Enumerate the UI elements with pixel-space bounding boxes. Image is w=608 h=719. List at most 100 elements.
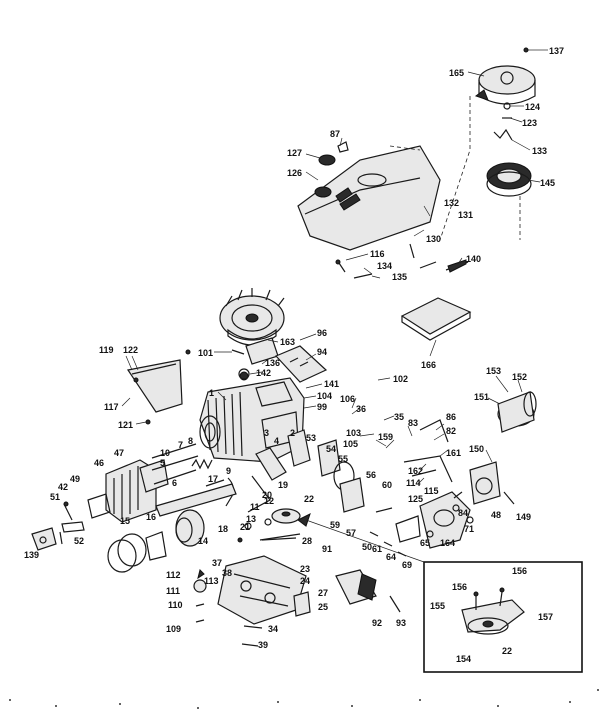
label-137: 137 bbox=[549, 46, 564, 56]
label-59: 59 bbox=[330, 520, 340, 530]
label-134: 134 bbox=[377, 261, 392, 271]
label-150: 150 bbox=[469, 444, 484, 454]
label-23: 23 bbox=[300, 564, 310, 574]
filter-pad bbox=[400, 297, 472, 341]
label-159: 159 bbox=[378, 432, 393, 442]
label-124: 124 bbox=[525, 102, 540, 112]
label-10: 10 bbox=[160, 448, 170, 458]
label-25: 25 bbox=[318, 602, 328, 612]
label-54: 54 bbox=[326, 444, 336, 454]
label-57: 57 bbox=[346, 528, 356, 538]
label-162: 162 bbox=[408, 466, 423, 476]
label-5: 5 bbox=[160, 458, 165, 468]
label-42: 42 bbox=[58, 482, 68, 492]
label-99: 99 bbox=[317, 402, 327, 412]
label-82: 82 bbox=[446, 426, 456, 436]
label-11: 11 bbox=[250, 502, 260, 512]
label-51: 51 bbox=[50, 492, 60, 502]
label-163: 163 bbox=[280, 337, 295, 347]
flywheel bbox=[219, 288, 285, 346]
recoil-starter bbox=[474, 47, 540, 105]
label-3: 3 bbox=[264, 428, 269, 438]
label-156-right: 156 bbox=[512, 566, 527, 576]
label-55: 55 bbox=[338, 454, 348, 464]
label-157: 157 bbox=[538, 612, 553, 622]
label-86: 86 bbox=[446, 412, 456, 422]
filter-cup bbox=[497, 391, 537, 433]
label-132: 132 bbox=[444, 198, 459, 208]
label-4: 4 bbox=[274, 436, 279, 446]
label-19: 19 bbox=[278, 480, 288, 490]
label-116: 116 bbox=[370, 249, 385, 259]
starter-cup bbox=[486, 162, 532, 197]
label-91: 91 bbox=[322, 544, 332, 554]
label-9: 9 bbox=[226, 466, 231, 476]
label-117: 117 bbox=[104, 402, 119, 412]
label-139: 139 bbox=[24, 550, 39, 560]
label-22: 22 bbox=[304, 494, 314, 504]
label-7: 7 bbox=[178, 440, 183, 450]
label-12: 12 bbox=[264, 496, 274, 506]
label-151: 151 bbox=[474, 392, 489, 402]
label-155: 155 bbox=[430, 601, 445, 611]
label-106: 106 bbox=[340, 394, 355, 404]
part-labels: 137 165 124 123 133 145 87 127 126 132 1… bbox=[24, 46, 564, 664]
label-121: 121 bbox=[118, 420, 133, 430]
label-113: 113 bbox=[204, 576, 219, 586]
label-161: 161 bbox=[446, 448, 461, 458]
label-140: 140 bbox=[466, 254, 481, 264]
label-111: 111 bbox=[166, 586, 180, 596]
label-18: 18 bbox=[218, 524, 228, 534]
label-96: 96 bbox=[317, 328, 327, 338]
label-105: 105 bbox=[343, 439, 358, 449]
label-2: 2 bbox=[290, 428, 295, 438]
label-34: 34 bbox=[268, 624, 278, 634]
blower-housing bbox=[297, 145, 441, 251]
label-135: 135 bbox=[392, 272, 407, 282]
label-122: 122 bbox=[123, 345, 138, 355]
label-53: 53 bbox=[306, 433, 316, 443]
label-114: 114 bbox=[406, 478, 421, 488]
label-156-left: 156 bbox=[452, 582, 467, 592]
label-115: 115 bbox=[424, 486, 439, 496]
label-152: 152 bbox=[512, 372, 527, 382]
base-plate bbox=[217, 555, 307, 625]
label-166: 166 bbox=[421, 360, 436, 370]
label-61: 61 bbox=[372, 544, 382, 554]
label-50: 50 bbox=[362, 542, 372, 552]
label-164: 164 bbox=[440, 538, 455, 548]
label-130: 130 bbox=[426, 234, 441, 244]
label-109: 109 bbox=[166, 624, 181, 634]
cylinder-block bbox=[199, 371, 305, 463]
label-39: 39 bbox=[258, 640, 268, 650]
label-149: 149 bbox=[516, 512, 531, 522]
label-16: 16 bbox=[146, 512, 156, 522]
label-38: 38 bbox=[222, 568, 232, 578]
label-46: 46 bbox=[94, 458, 104, 468]
label-92: 92 bbox=[372, 618, 382, 628]
label-71: 71 bbox=[464, 524, 474, 534]
label-94: 94 bbox=[317, 347, 327, 357]
label-24: 24 bbox=[300, 576, 310, 586]
label-14: 14 bbox=[198, 536, 208, 546]
label-69: 69 bbox=[402, 560, 412, 570]
leader-lines bbox=[121, 49, 548, 485]
parts-drawing bbox=[9, 47, 599, 709]
label-8: 8 bbox=[188, 436, 193, 446]
heat-shield bbox=[126, 359, 183, 413]
label-126: 126 bbox=[287, 168, 302, 178]
detail-inset bbox=[423, 561, 583, 673]
label-145: 145 bbox=[540, 178, 555, 188]
label-36: 36 bbox=[356, 404, 366, 414]
muffler bbox=[87, 459, 169, 523]
label-65: 65 bbox=[420, 538, 430, 548]
label-165: 165 bbox=[449, 68, 464, 78]
label-142: 142 bbox=[256, 368, 271, 378]
label-52: 52 bbox=[74, 536, 84, 546]
label-154: 154 bbox=[456, 654, 471, 664]
label-87: 87 bbox=[330, 129, 340, 139]
label-131: 131 bbox=[458, 210, 473, 220]
label-127: 127 bbox=[287, 148, 302, 158]
label-20: 20 bbox=[262, 490, 272, 500]
